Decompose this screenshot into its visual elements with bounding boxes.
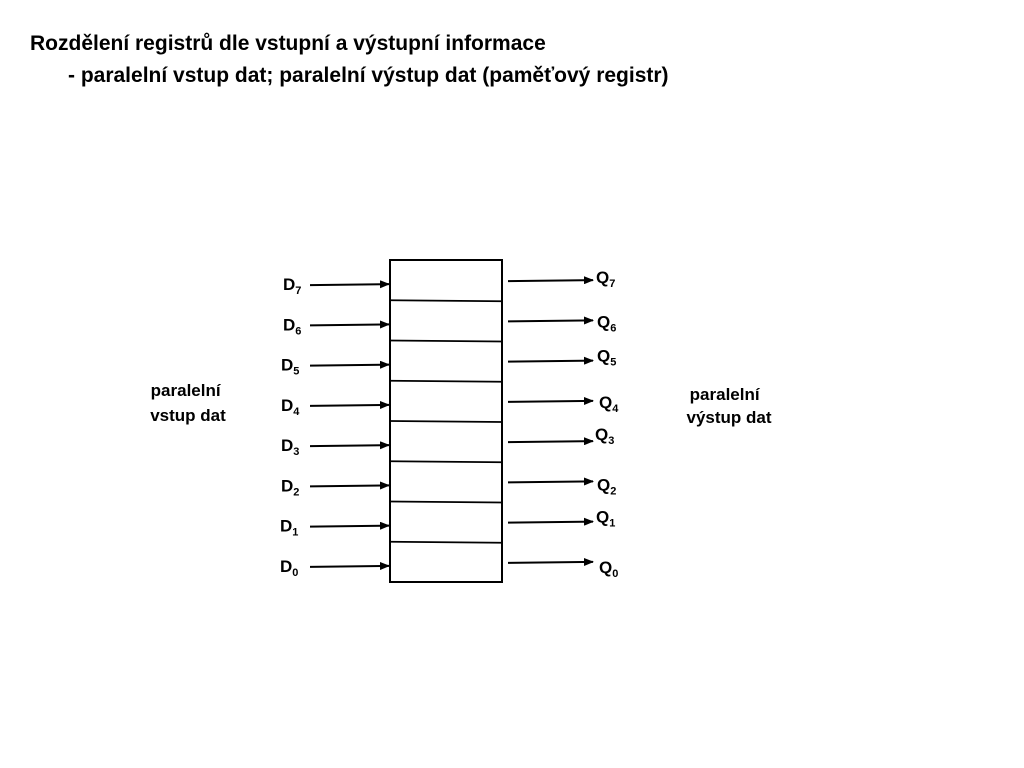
input-arrow-d5 bbox=[309, 360, 390, 369]
output-label-index: 1 bbox=[609, 518, 615, 530]
output-arrow-q2 bbox=[507, 477, 594, 486]
input-arrow-d7 bbox=[309, 280, 390, 289]
output-label-index: 5 bbox=[610, 357, 616, 369]
input-label-d2: D2 bbox=[281, 476, 299, 498]
input-arrow-d0 bbox=[309, 562, 390, 571]
output-arrow-q0 bbox=[507, 557, 594, 566]
input-label-letter: D bbox=[281, 436, 293, 455]
register-cell-divider bbox=[389, 299, 503, 303]
output-label-letter: Q bbox=[596, 508, 609, 527]
register-cell-dividers bbox=[389, 299, 503, 544]
output-arrow-q7 bbox=[507, 276, 594, 285]
output-label-letter: Q bbox=[599, 558, 612, 577]
output-arrow-q3 bbox=[507, 437, 594, 446]
right-side-label-line-1: paralelní bbox=[690, 385, 761, 404]
input-label-d6: D6 bbox=[283, 315, 301, 337]
input-label-d3: D3 bbox=[281, 436, 299, 458]
input-label-d1: D1 bbox=[280, 517, 298, 539]
output-arrow-q6 bbox=[507, 316, 594, 325]
page-title: Rozdělení registrů dle vstupní a výstupn… bbox=[30, 32, 546, 55]
input-label-d7: D7 bbox=[283, 275, 301, 297]
output-label-index: 4 bbox=[612, 403, 619, 415]
input-label-letter: D bbox=[281, 396, 293, 415]
input-label-d5: D5 bbox=[281, 356, 299, 378]
output-arrow-q4 bbox=[507, 396, 594, 405]
input-label-index: 3 bbox=[293, 446, 299, 458]
register-cell-divider bbox=[389, 339, 503, 343]
output-label-q2: Q2 bbox=[597, 475, 616, 497]
register-cell-divider bbox=[389, 379, 503, 383]
input-arrow-d2 bbox=[309, 481, 390, 490]
input-label-letter: D bbox=[283, 275, 295, 294]
input-label-d0: D0 bbox=[280, 557, 298, 579]
output-arrows bbox=[507, 276, 594, 566]
output-label-q0: Q0 bbox=[599, 558, 618, 580]
output-label-q7: Q7 bbox=[596, 268, 615, 290]
output-arrow-q5 bbox=[507, 356, 594, 365]
right-side-label-line-2: výstup dat bbox=[686, 408, 771, 427]
output-label-index: 7 bbox=[609, 278, 615, 290]
input-arrows bbox=[309, 280, 390, 571]
output-label-letter: Q bbox=[595, 425, 608, 444]
input-label-index: 2 bbox=[293, 486, 299, 498]
input-arrow-d6 bbox=[309, 320, 390, 329]
output-label-letter: Q bbox=[596, 268, 609, 287]
register-cell-divider bbox=[389, 540, 503, 544]
output-arrow-q1 bbox=[507, 517, 594, 526]
input-arrow-d4 bbox=[309, 401, 390, 410]
input-label-index: 6 bbox=[295, 325, 301, 337]
output-label-letter: Q bbox=[597, 347, 610, 366]
input-label-letter: D bbox=[281, 356, 293, 375]
input-label-letter: D bbox=[280, 517, 292, 536]
input-label-d4: D4 bbox=[281, 396, 300, 418]
input-label-letter: D bbox=[281, 476, 293, 495]
input-label-index: 0 bbox=[292, 567, 298, 579]
output-label-letter: Q bbox=[597, 475, 610, 494]
register-cell-divider bbox=[389, 460, 503, 464]
input-label-index: 4 bbox=[293, 406, 300, 418]
left-side-label-line-2: vstup dat bbox=[150, 406, 226, 425]
output-label-q6: Q6 bbox=[597, 312, 616, 334]
output-label-q3: Q3 bbox=[595, 425, 614, 447]
left-side-label-line-1: paralelní bbox=[151, 381, 222, 400]
output-label-index: 0 bbox=[612, 568, 618, 580]
input-label-index: 1 bbox=[292, 527, 298, 539]
left-side-label: paralelní vstup dat bbox=[150, 381, 226, 425]
output-label-letter: Q bbox=[597, 312, 610, 331]
input-label-letter: D bbox=[280, 557, 292, 576]
input-label-index: 5 bbox=[293, 366, 299, 378]
input-label-letter: D bbox=[283, 315, 295, 334]
output-label-q5: Q5 bbox=[597, 347, 616, 369]
register-cell-divider bbox=[389, 500, 503, 504]
output-label-index: 6 bbox=[610, 322, 616, 334]
page-subtitle: - paralelní vstup dat; paralelní výstup … bbox=[68, 64, 669, 87]
input-label-index: 7 bbox=[295, 285, 301, 297]
register-cell-divider bbox=[389, 420, 503, 423]
output-label-q1: Q1 bbox=[596, 508, 615, 530]
right-side-label: paralelní výstup dat bbox=[686, 385, 771, 427]
output-label-index: 2 bbox=[610, 485, 616, 497]
input-arrow-d3 bbox=[309, 441, 390, 450]
output-label-q4: Q4 bbox=[599, 393, 619, 415]
input-arrow-d1 bbox=[309, 521, 390, 530]
output-label-letter: Q bbox=[599, 393, 612, 412]
output-label-index: 3 bbox=[608, 435, 614, 447]
